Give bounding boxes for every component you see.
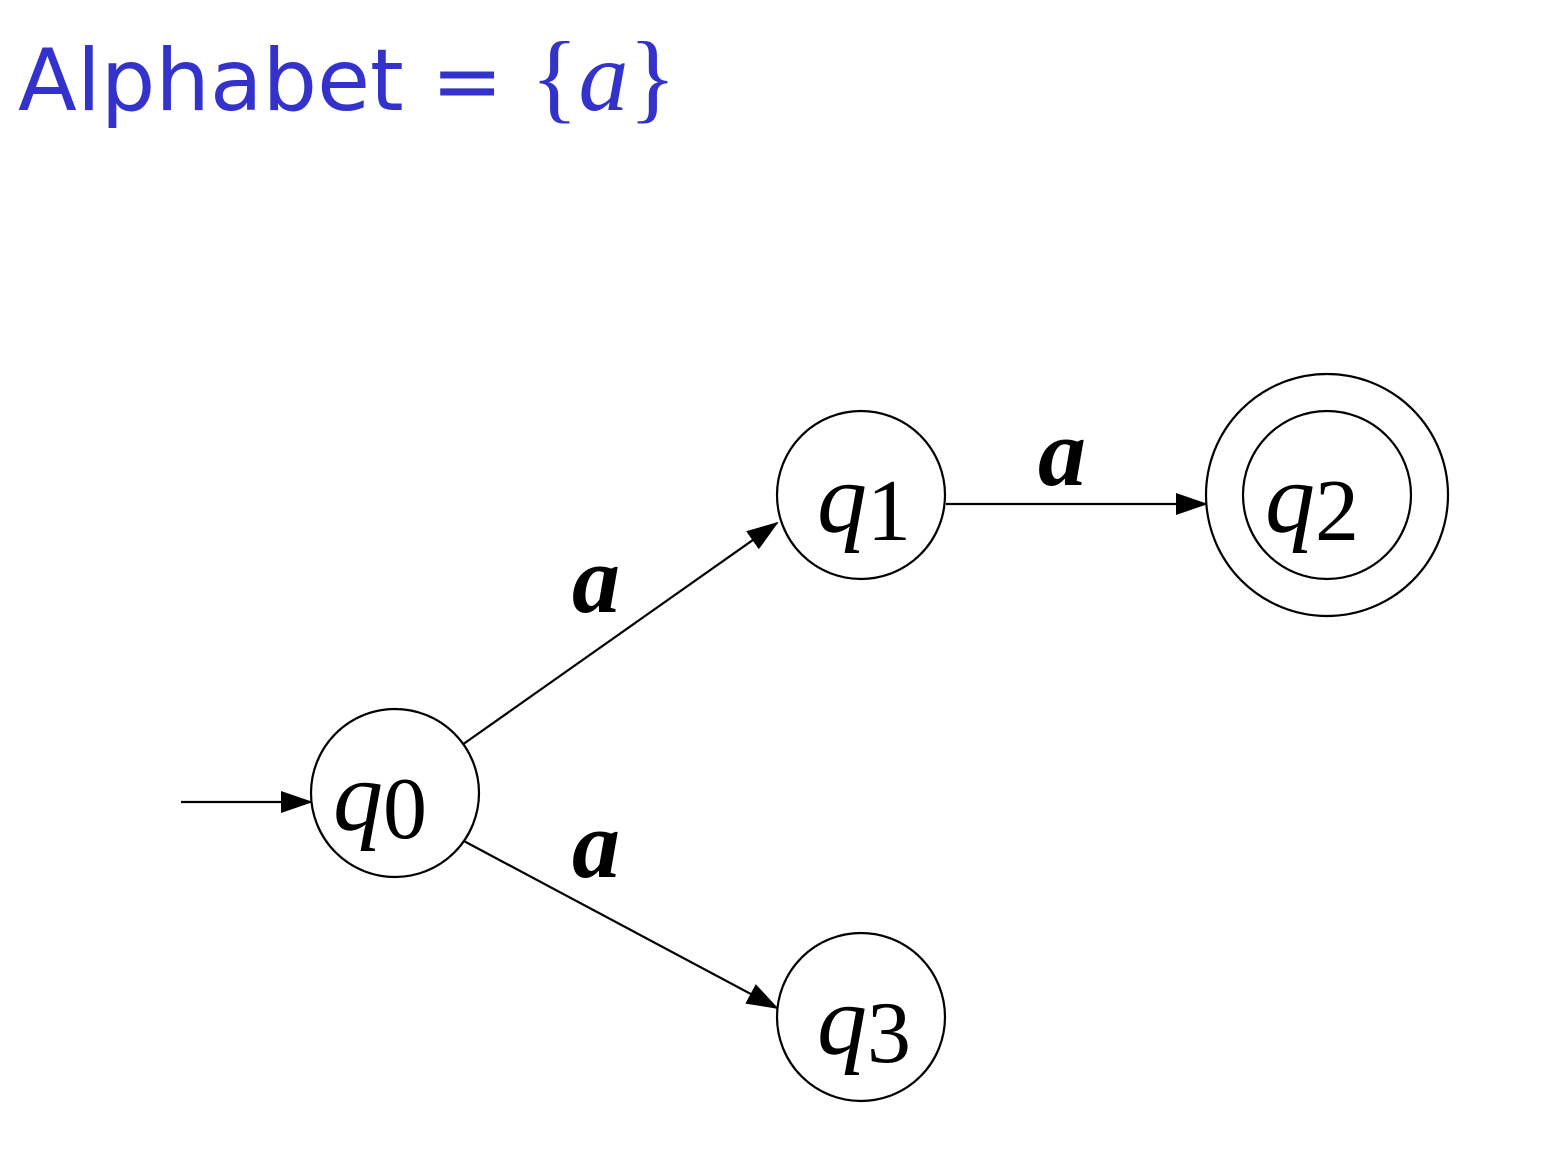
title-open-brace: { [530, 21, 578, 132]
state-q0: q0 [309, 707, 481, 879]
edge-label-q1-q2: a [1038, 399, 1086, 506]
state-label: q1 [817, 443, 911, 560]
state-label: q2 [1265, 443, 1359, 560]
edge-label-q0-q1: a [572, 526, 620, 633]
edge-q0-q1 [461, 521, 779, 746]
state-label: q3 [817, 965, 911, 1082]
title-symbol: a [578, 21, 628, 132]
title-close-brace: } [628, 21, 676, 132]
edge-label-q0-q3: a [572, 791, 620, 898]
title-prefix: Alphabet = [18, 31, 530, 131]
edge-q0-q3 [461, 839, 779, 1009]
state-q1: q1 [775, 409, 947, 581]
state-label: q0 [333, 741, 427, 858]
state-q2-accepting: q2 [1204, 372, 1450, 618]
state-q3: q3 [775, 931, 947, 1103]
alphabet-title: Alphabet = {a} [18, 21, 676, 132]
